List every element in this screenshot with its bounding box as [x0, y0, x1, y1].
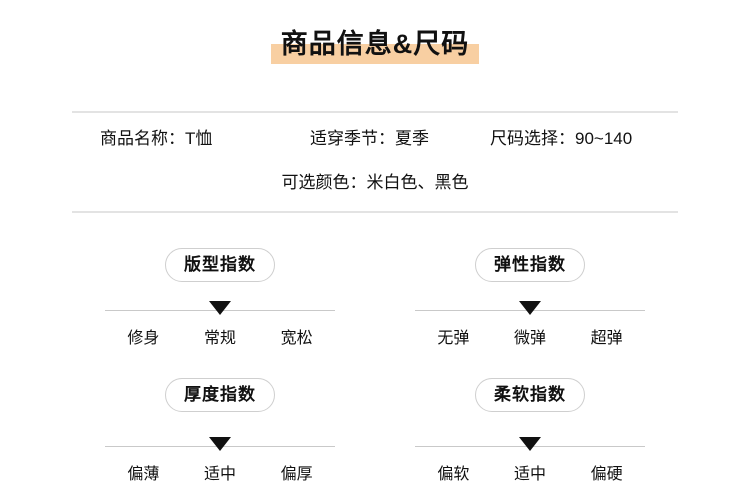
scale-option: 偏软 — [437, 466, 470, 483]
page-title-text: 商品信息&尺码 — [280, 29, 470, 59]
color-options-value: 米白色、黑色 — [366, 173, 469, 192]
gauge-thickness-title: 厚度指数 — [184, 385, 256, 404]
scale-option: 偏硬 — [590, 466, 623, 483]
page-title: 商品信息&尺码 — [270, 22, 480, 64]
gauge-elasticity-pill: 弹性指数 — [475, 248, 585, 282]
gauge-elasticity-title: 弹性指数 — [494, 255, 566, 274]
season-item: 适穿季节：夏季 — [310, 128, 429, 150]
color-options-label: 可选颜色： — [281, 173, 367, 192]
size-range-label: 尺码选择： — [490, 129, 575, 148]
gauge-softness-title: 柔软指数 — [494, 385, 566, 404]
gauge-elasticity: 弹性指数 无弹 微弹 超弹 — [415, 248, 645, 350]
product-name-value: T恤 — [185, 129, 213, 148]
divider-top — [72, 111, 678, 113]
gauge-thickness-options: 偏薄 适中 偏厚 — [105, 464, 335, 486]
color-options-item: 可选颜色：米白色、黑色 — [0, 172, 750, 194]
gauge-softness: 柔软指数 偏软 适中 偏硬 — [415, 378, 645, 486]
triangle-marker-icon — [209, 301, 231, 315]
size-range-item: 尺码选择：90~140 — [490, 128, 632, 150]
gauge-softness-options: 偏软 适中 偏硬 — [415, 464, 645, 486]
product-name-label: 商品名称： — [100, 129, 185, 148]
scale-option: 无弹 — [437, 330, 470, 347]
triangle-marker-icon — [519, 437, 541, 451]
gauge-fit-title: 版型指数 — [184, 255, 256, 274]
scale-option: 常规 — [204, 330, 237, 347]
title-highlight-bar — [270, 44, 480, 64]
triangle-marker-icon — [209, 437, 231, 451]
gauge-thickness: 厚度指数 偏薄 适中 偏厚 — [105, 378, 335, 486]
product-name-item: 商品名称：T恤 — [100, 128, 212, 150]
gauge-elasticity-scale: 无弹 微弹 超弹 — [415, 301, 645, 350]
gauge-softness-scale: 偏软 适中 偏硬 — [415, 437, 645, 486]
scale-option: 修身 — [127, 330, 160, 347]
season-label: 适穿季节： — [310, 129, 395, 148]
scale-option: 超弹 — [590, 330, 623, 347]
scale-option: 宽松 — [280, 330, 313, 347]
page-title-row: 商品信息&尺码 — [0, 22, 750, 64]
size-range-value: 90~140 — [575, 129, 633, 148]
gauge-thickness-pill: 厚度指数 — [165, 378, 275, 412]
scale-option: 微弹 — [514, 330, 547, 347]
gauge-fit-options: 修身 常规 宽松 — [105, 328, 335, 350]
scale-option: 偏厚 — [280, 466, 313, 483]
divider-middle — [72, 211, 678, 213]
triangle-marker-icon — [519, 301, 541, 315]
gauge-elasticity-options: 无弹 微弹 超弹 — [415, 328, 645, 350]
gauge-fit: 版型指数 修身 常规 宽松 — [105, 248, 335, 350]
scale-option: 适中 — [204, 466, 237, 483]
gauge-softness-pill: 柔软指数 — [475, 378, 585, 412]
scale-option: 偏薄 — [127, 466, 160, 483]
scale-option: 适中 — [514, 466, 547, 483]
gauge-fit-scale: 修身 常规 宽松 — [105, 301, 335, 350]
gauge-thickness-scale: 偏薄 适中 偏厚 — [105, 437, 335, 486]
season-value: 夏季 — [395, 129, 429, 148]
gauge-fit-pill: 版型指数 — [165, 248, 275, 282]
